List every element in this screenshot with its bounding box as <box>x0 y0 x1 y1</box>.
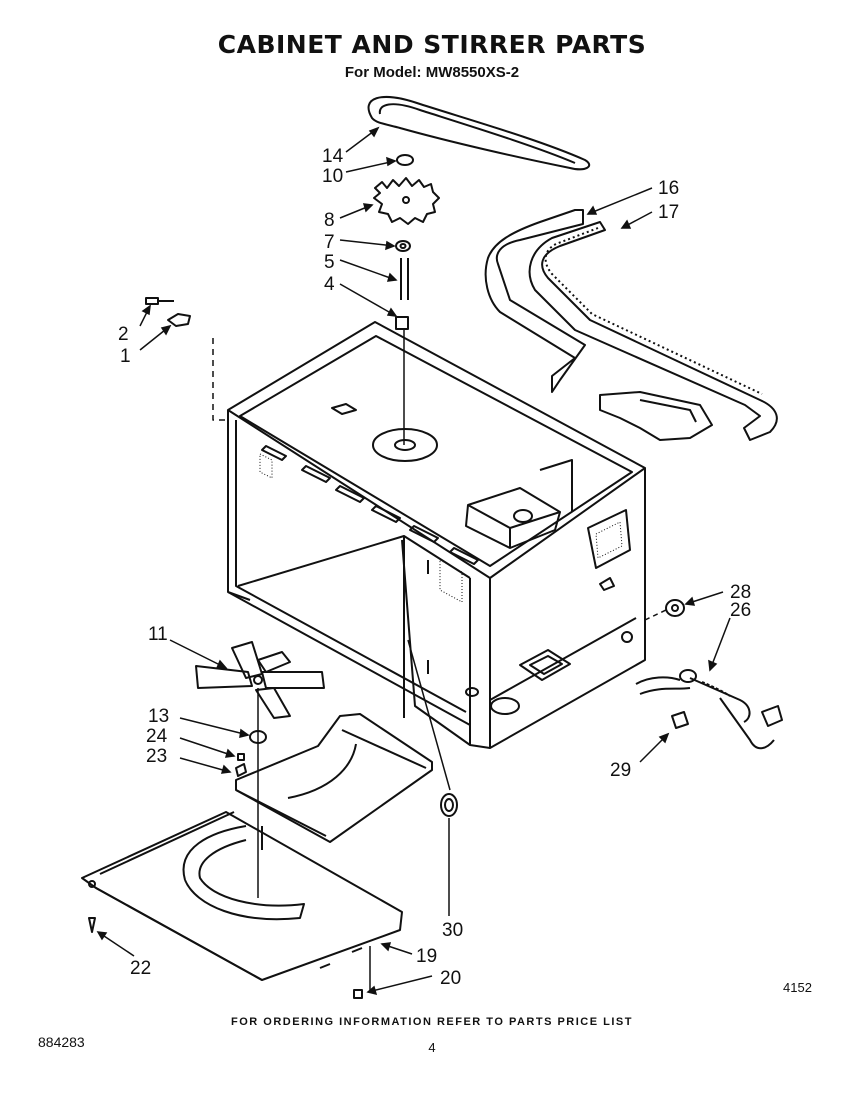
bearing-part <box>395 316 409 330</box>
callout-11: 11 <box>148 624 168 645</box>
callout-5: 5 <box>324 252 335 273</box>
callout-23: 23 <box>146 746 167 767</box>
callout-14: 14 <box>322 146 344 167</box>
callout-28: 28 <box>730 582 751 603</box>
page-title: CABINET AND STIRRER PARTS <box>217 30 647 59</box>
vent-mesh <box>259 453 623 603</box>
callout-30: 30 <box>442 920 463 941</box>
document-number: 884283 <box>38 1034 85 1050</box>
callout-29: 29 <box>610 760 631 781</box>
callout-10: 10 <box>322 166 343 187</box>
callout-numbers: 14 10 8 7 5 4 2 1 16 17 11 13 24 23 28 2… <box>118 146 751 989</box>
waveguide-duct <box>484 209 713 441</box>
cover-screw <box>353 989 363 999</box>
callout-20: 20 <box>440 968 461 989</box>
stirrer-belt <box>367 96 591 171</box>
mounting-screw <box>145 297 174 305</box>
stirrer-fan-blade <box>195 641 325 719</box>
callout-22: 22 <box>130 958 151 979</box>
fan-washer <box>237 753 245 761</box>
base-plate <box>81 811 403 981</box>
callout-2: 2 <box>118 324 129 345</box>
callout-13: 13 <box>148 706 169 727</box>
retainer-part <box>396 154 414 166</box>
mounting-clip <box>167 313 191 327</box>
model-subtitle: For Model: MW8550XS-2 <box>344 64 520 81</box>
callout-17: 17 <box>658 202 679 223</box>
callout-8: 8 <box>324 210 335 231</box>
power-cord <box>635 669 783 750</box>
ordering-note: FOR ORDERING INFORMATION REFER TO PARTS … <box>231 1016 633 1028</box>
stirrer-shaft <box>400 258 409 300</box>
callout-leaders <box>96 126 731 996</box>
stirrer-pulley <box>373 177 440 225</box>
fan-clip <box>235 763 247 777</box>
cord-nut <box>665 599 685 617</box>
figure-number: 4152 <box>783 980 812 995</box>
callout-24: 24 <box>146 726 168 747</box>
base-screw <box>88 917 96 933</box>
stirrer-coupling <box>440 793 458 817</box>
page-number: 4 <box>428 1040 436 1055</box>
callout-1: 1 <box>120 346 131 367</box>
cord-clip <box>671 711 689 729</box>
callout-26: 26 <box>730 600 751 621</box>
door-gasket <box>528 221 778 441</box>
stirrer-cover <box>235 713 433 843</box>
callout-19: 19 <box>416 946 437 967</box>
callout-7: 7 <box>324 232 335 253</box>
callout-16: 16 <box>658 178 679 199</box>
cabinet-frame <box>227 321 646 749</box>
washer-part <box>395 240 411 252</box>
callout-4: 4 <box>324 274 335 295</box>
